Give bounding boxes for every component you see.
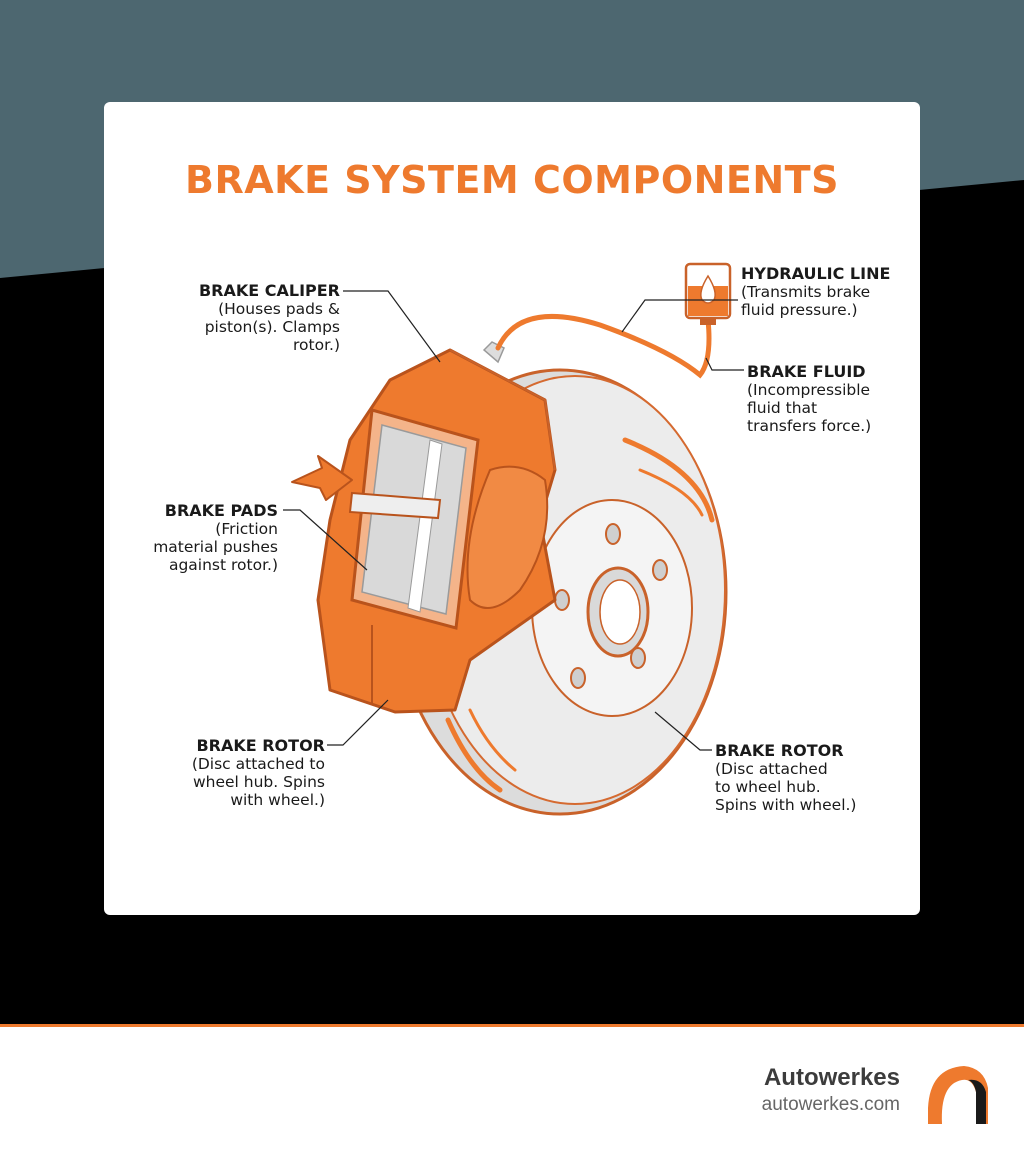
label-brake-caliper-head: BRAKE CALIPER xyxy=(198,281,340,300)
label-brake-rotor-right-desc: (Disc attached to wheel hub. Spins with … xyxy=(715,760,857,814)
label-brake-rotor-left-head: BRAKE ROTOR xyxy=(196,736,325,755)
label-brake-rotor-right: BRAKE ROTOR (Disc attached to wheel hub.… xyxy=(715,741,905,815)
label-brake-fluid-head: BRAKE FLUID xyxy=(747,362,866,381)
brand-block[interactable]: Autowerkes autowerkes.com xyxy=(762,1064,900,1116)
hydraulic-line-graphic xyxy=(495,313,712,379)
label-brake-rotor-right-head: BRAKE ROTOR xyxy=(715,741,844,760)
label-hydraulic-line-desc: (Transmits brake fluid pressure.) xyxy=(741,283,871,319)
label-hydraulic-line: HYDRAULIC LINE (Transmits brake fluid pr… xyxy=(741,264,921,320)
brand-url[interactable]: autowerkes.com xyxy=(761,1094,900,1115)
label-brake-fluid: BRAKE FLUID (Incompressible fluid that t… xyxy=(747,362,917,436)
label-brake-fluid-desc: (Incompressible fluid that transfers for… xyxy=(747,381,872,435)
autowerkes-logo-icon xyxy=(928,1066,988,1124)
pad-direction-arrow xyxy=(291,455,353,501)
label-brake-pads: BRAKE PADS (Friction material pushes aga… xyxy=(120,501,278,575)
label-brake-pads-desc: (Friction material pushes against rotor.… xyxy=(153,520,278,574)
brake-fluid-reservoir xyxy=(684,262,732,325)
label-brake-caliper-desc: (Houses pads & piston(s). Clamps rotor.) xyxy=(204,300,340,354)
label-hydraulic-line-head: HYDRAULIC LINE xyxy=(741,264,891,283)
label-brake-pads-head: BRAKE PADS xyxy=(164,501,278,520)
footer-bar xyxy=(0,1024,1024,1154)
leader-lines xyxy=(283,290,744,751)
label-brake-rotor-left: BRAKE ROTOR (Disc attached to wheel hub.… xyxy=(150,736,325,810)
brand-name: Autowerkes xyxy=(763,1064,900,1091)
brake-caliper-graphic xyxy=(316,341,557,714)
label-brake-rotor-left-desc: (Disc attached to wheel hub. Spins with … xyxy=(191,755,325,809)
label-brake-caliper: BRAKE CALIPER (Houses pads & piston(s). … xyxy=(150,281,340,355)
diagram-title: BRAKE SYSTEM COMPONENTS xyxy=(185,158,839,202)
